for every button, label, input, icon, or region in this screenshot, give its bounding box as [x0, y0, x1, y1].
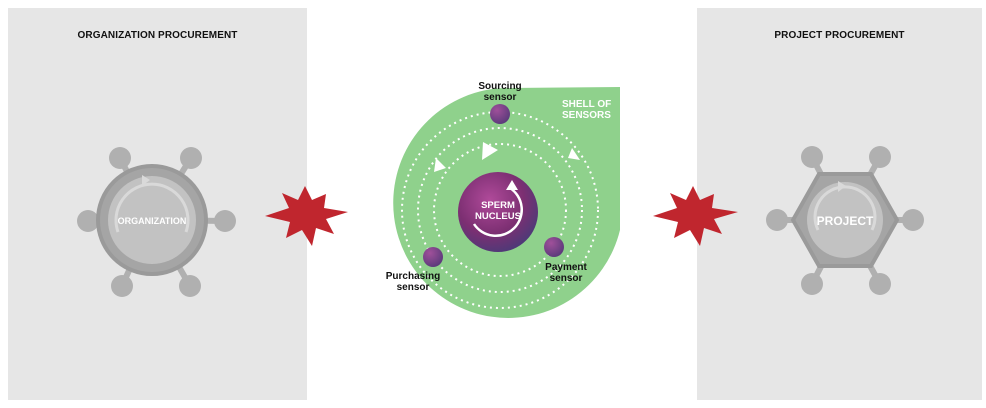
org-satellite-node — [109, 147, 131, 169]
orbit-arrow — [482, 142, 498, 160]
shell-label-line1: SHELL OF — [562, 99, 611, 110]
org-satellite-node — [180, 147, 202, 169]
orbit-arrow — [568, 148, 580, 160]
orbit-arrow — [434, 158, 446, 172]
payment-sensor-label-line2: sensor — [550, 273, 583, 284]
orbit-rings — [401, 111, 599, 309]
sourcing-sensor-node — [490, 104, 510, 124]
org-satellite-node — [111, 275, 133, 297]
project-label: PROJECT — [817, 214, 874, 228]
project-satellite-node — [801, 146, 823, 168]
conflict-burst-right — [653, 186, 738, 246]
sourcing-sensor-label-line2: sensor — [484, 92, 517, 103]
organization-node: ORGANIZATION — [77, 147, 236, 297]
org-satellite-node — [214, 210, 236, 232]
project-satellite-node — [902, 209, 924, 231]
project-satellite-node — [766, 209, 788, 231]
purchasing-sensor-node — [423, 247, 443, 267]
project-satellite-node — [801, 273, 823, 295]
project-procurement-title: PROJECT PROCUREMENT — [774, 30, 905, 41]
project-satellite-node — [869, 273, 891, 295]
sperm-nucleus: SPERM NUCLEUS — [458, 172, 538, 252]
payment-sensor-label-line1: Payment — [545, 262, 587, 273]
project-node: PROJECT — [766, 146, 924, 295]
organization-label: ORGANIZATION — [118, 216, 187, 226]
purchasing-sensor-label-line1: Purchasing — [386, 271, 440, 282]
conflict-burst-left — [265, 186, 348, 246]
sourcing-sensor-label-line1: Sourcing — [478, 81, 521, 92]
nucleus-label-line2: NUCLEUS — [475, 211, 521, 222]
payment-sensor-node — [544, 237, 564, 257]
project-satellite-node — [869, 146, 891, 168]
nucleus-label-line1: SPERM — [481, 200, 515, 211]
organization-procurement-title: ORGANIZATION PROCUREMENT — [77, 30, 238, 41]
org-satellite-node — [77, 210, 99, 232]
shell-label-line2: SENSORS — [562, 110, 611, 121]
org-satellite-node — [179, 275, 201, 297]
purchasing-sensor-label-line2: sensor — [397, 282, 430, 293]
